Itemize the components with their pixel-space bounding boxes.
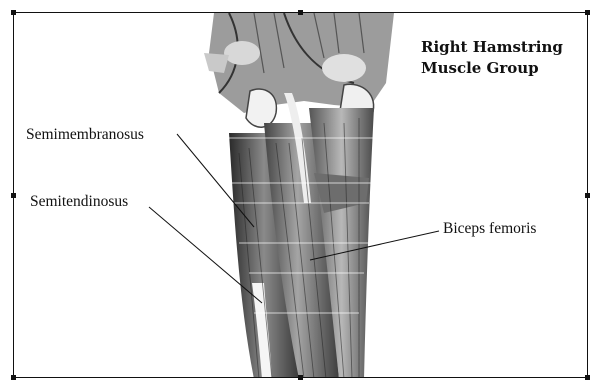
title-line-1: Right Hamstring [421,37,563,58]
resize-handle-bottom-right[interactable] [585,375,590,380]
resize-handle-middle-left[interactable] [11,193,16,198]
resize-handle-bottom-left[interactable] [11,375,16,380]
label-biceps-femoris: Biceps femoris [443,220,536,238]
thigh-muscles [229,93,374,378]
figure-frame: Right Hamstring Muscle Group Semimembran… [13,12,588,378]
label-semimembranosus: Semimembranosus [26,126,144,144]
label-semitendinosus: Semitendinosus [30,193,128,211]
title-line-2: Muscle Group [421,58,563,79]
resize-handle-top-center[interactable] [298,10,303,15]
resize-handle-top-left[interactable] [11,10,16,15]
figure-title: Right Hamstring Muscle Group [421,37,563,79]
resize-handle-bottom-center[interactable] [298,375,303,380]
resize-handle-top-right[interactable] [585,10,590,15]
resize-handle-middle-right[interactable] [585,193,590,198]
